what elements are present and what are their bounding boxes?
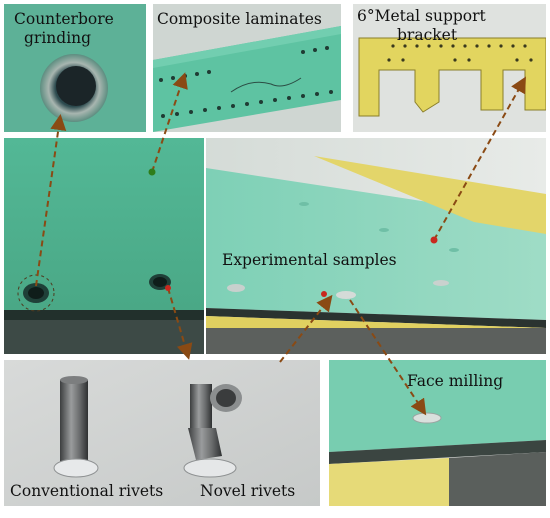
rivets-photo: Conventional rivets Novel rivets (4, 360, 320, 506)
novel-rivets-label: Novel rivets (200, 482, 296, 500)
experimental-samples-label: Experimental samples (222, 251, 397, 269)
composite-laminates-label: Composite laminates (157, 10, 322, 28)
face-milling-label: Face milling (407, 372, 504, 390)
metal-bracket-label-line2: bracket (397, 26, 458, 44)
experimental-samples-photo: Experimental samples (4, 138, 546, 354)
counterbore-label-line1: Counterbore (14, 10, 114, 28)
composite-laminates-photo: Composite laminates (153, 4, 341, 132)
metal-bracket-label-line1: 6°Metal support (357, 7, 486, 25)
face-milling-photo: Face milling (329, 360, 546, 506)
metal-bracket-photo: 6°Metal support bracket (353, 4, 546, 132)
conventional-rivets-label: Conventional rivets (10, 482, 164, 500)
counterbore-label-line2: grinding (24, 29, 92, 47)
counterbore-photo: Counterbore grinding (4, 4, 146, 132)
